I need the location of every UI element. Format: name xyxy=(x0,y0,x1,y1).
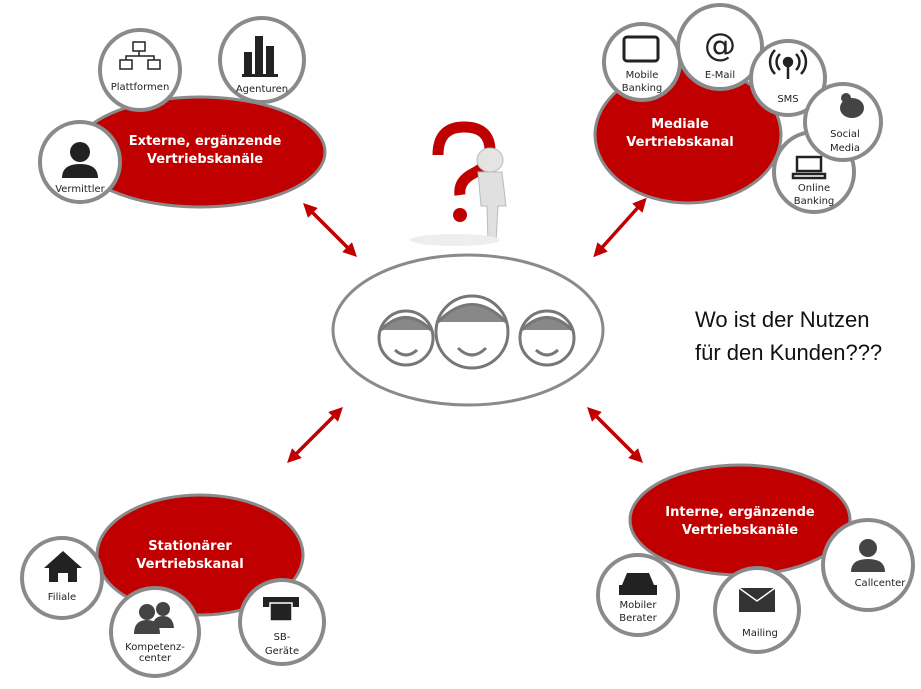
stationaer-title: Stationärer xyxy=(148,539,232,554)
node-plattformen: Plattformen xyxy=(98,28,182,112)
house-icon xyxy=(44,551,82,582)
laptop-icon xyxy=(791,155,827,180)
node-mobiler-berater: Mobiler Berater xyxy=(596,553,680,637)
node-kompetenzcenter: Kompetenz- center xyxy=(109,586,201,678)
node-mailing: Mailing xyxy=(713,566,801,654)
label-center: center xyxy=(139,653,172,664)
label-kompetenz: Kompetenz- xyxy=(125,642,185,653)
group-stationaer: Stationärer Vertriebskanal Filiale Kompe… xyxy=(20,493,326,678)
question-text-line-2: für den Kunden??? xyxy=(695,340,882,365)
label-media: Media xyxy=(830,143,860,154)
label-geraete: Geräte xyxy=(265,646,299,657)
network-icon xyxy=(119,41,161,70)
customers-center xyxy=(331,253,605,407)
interne-title: Interne, ergänzende xyxy=(665,505,815,520)
node-email: @ E-Mail xyxy=(676,3,764,91)
node-callcenter: Callcenter xyxy=(821,518,915,612)
arrow-bottom-left xyxy=(287,407,343,463)
label-social: Social xyxy=(830,129,860,140)
interne-title-2: Vertriebskanäle xyxy=(682,523,798,538)
stationaer-title-2: Vertriebskanal xyxy=(136,557,243,572)
atm-icon xyxy=(263,597,299,622)
label-sms: SMS xyxy=(777,94,798,105)
group-interne: Interne, ergänzende Vertriebskanäle Mobi… xyxy=(596,463,915,654)
bird-icon xyxy=(840,93,864,118)
label-online: Online xyxy=(798,183,830,194)
node-social-media: Social Media xyxy=(803,82,883,162)
envelope-icon xyxy=(738,587,776,612)
label-banking-2: Banking xyxy=(794,196,835,207)
arrow-top-left xyxy=(303,203,357,257)
label-plattformen: Plattformen xyxy=(111,82,170,93)
arrow-bottom-right xyxy=(587,407,643,463)
node-vermittler: Vermittler xyxy=(38,120,122,204)
mediale-title-2: Vertriebskanal xyxy=(626,135,733,150)
person-icon xyxy=(62,142,98,178)
node-sms: SMS xyxy=(749,39,827,117)
label-mobile: Mobile xyxy=(626,70,659,81)
interne-ellipse xyxy=(628,463,852,577)
group-externe: Externe, ergänzende Vertriebskanäle Plat… xyxy=(38,16,327,209)
label-berater: Berater xyxy=(619,613,657,624)
label-banking: Banking xyxy=(622,83,663,94)
antenna-icon xyxy=(768,49,808,79)
arrow-top-right xyxy=(593,197,647,258)
label-mobiler: Mobiler xyxy=(620,600,658,611)
bar-chart-icon xyxy=(242,36,278,77)
people-icon xyxy=(134,602,174,634)
node-agenturen: Agenturen xyxy=(218,16,306,104)
label-vermittler: Vermittler xyxy=(55,184,105,195)
mediale-title: Mediale xyxy=(651,117,709,132)
question-text-line-1: Wo ist der Nutzen xyxy=(695,307,869,332)
label-filiale: Filiale xyxy=(48,592,76,603)
arrows xyxy=(287,197,647,463)
headset-person-icon xyxy=(851,539,885,572)
node-filiale: Filiale xyxy=(20,536,104,620)
car-icon xyxy=(619,573,657,595)
label-callcenter: Callcenter xyxy=(855,578,907,589)
node-sb-geraete: SB- Geräte xyxy=(238,578,326,666)
node-mobile-banking: Mobile Banking xyxy=(602,22,682,102)
externe-title-2: Vertriebskanäle xyxy=(147,152,263,167)
label-agenturen: Agenturen xyxy=(236,84,288,95)
label-sb: SB- xyxy=(274,632,291,643)
smiley-faces-icon xyxy=(377,294,576,370)
tablet-icon xyxy=(622,35,660,63)
thinking-figure-icon xyxy=(410,121,507,246)
at-icon: @ xyxy=(704,26,736,64)
externe-title: Externe, ergänzende xyxy=(129,134,282,149)
label-mailing: Mailing xyxy=(742,628,778,639)
group-mediale: Mediale Vertriebskanal Mobile Banking @ … xyxy=(593,3,883,214)
label-email: E-Mail xyxy=(705,70,735,81)
